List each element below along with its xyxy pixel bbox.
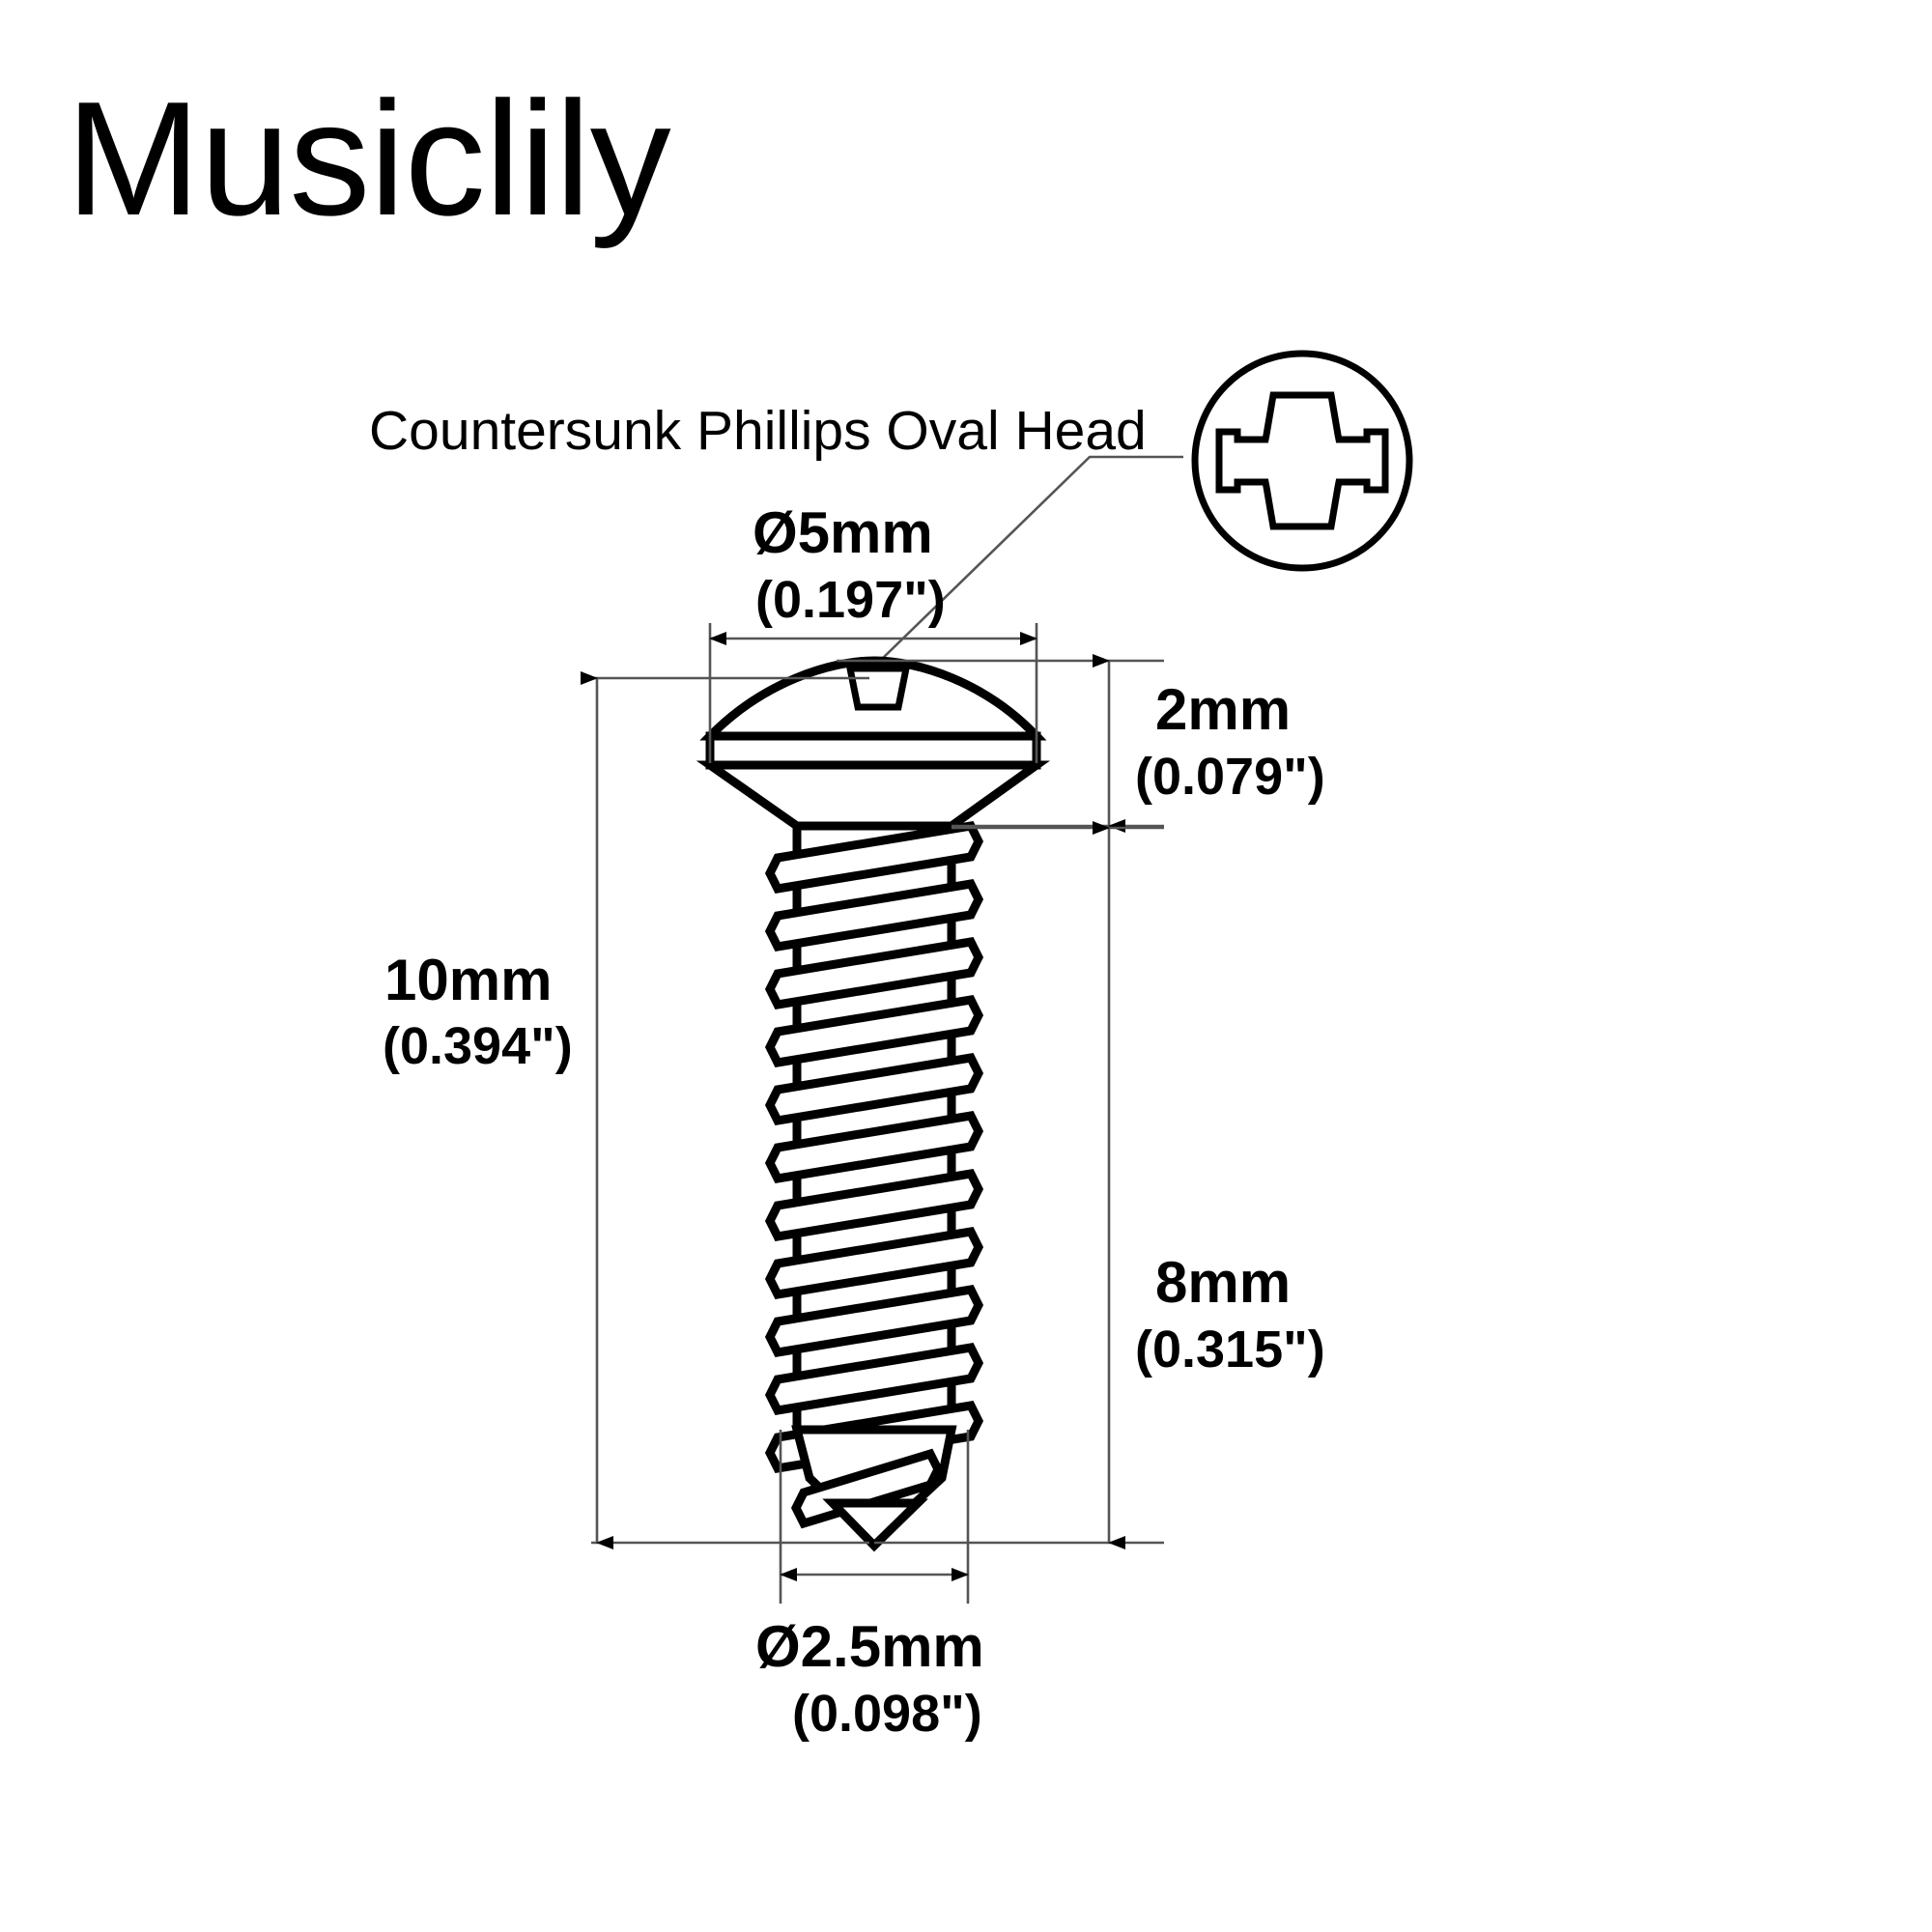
screw-threads — [764, 821, 984, 1473]
caption-leader-line — [860, 455, 1183, 681]
thread-length-metric: 8mm — [1155, 1250, 1291, 1315]
head-height-metric: 2mm — [1155, 677, 1291, 742]
overall-length-metric: 10mm — [384, 948, 552, 1012]
head-diameter-imperial: (0.197") — [755, 571, 946, 629]
shank-diameter-imperial: (0.098") — [792, 1685, 982, 1743]
screw-head-countersink — [696, 760, 1051, 831]
dimension-head-height: 2mm (0.079") — [837, 654, 1325, 833]
screw-drawing — [696, 656, 1051, 1552]
dimension-thread-length: 8mm (0.315") — [874, 821, 1325, 1549]
dimension-shank-diameter: Ø2.5mm (0.098") — [755, 1430, 984, 1743]
dimension-overall-length: 10mm (0.394") — [383, 671, 869, 1549]
head-height-imperial: (0.079") — [1135, 748, 1325, 806]
shank-diameter-metric: Ø2.5mm — [755, 1614, 984, 1679]
screw-head-recess — [845, 665, 911, 711]
thread-length-imperial: (0.315") — [1135, 1321, 1325, 1378]
head-diameter-metric: Ø5mm — [753, 500, 933, 565]
brand-logo: Musiclily — [66, 68, 671, 249]
screw-point — [822, 1498, 929, 1552]
dimension-head-diameter: Ø5mm (0.197") — [708, 500, 1038, 763]
overall-length-imperial: (0.394") — [383, 1017, 573, 1075]
phillips-cross-icon — [1191, 350, 1413, 572]
head-type-caption: Countersunk Phillips Oval Head — [369, 400, 1147, 462]
